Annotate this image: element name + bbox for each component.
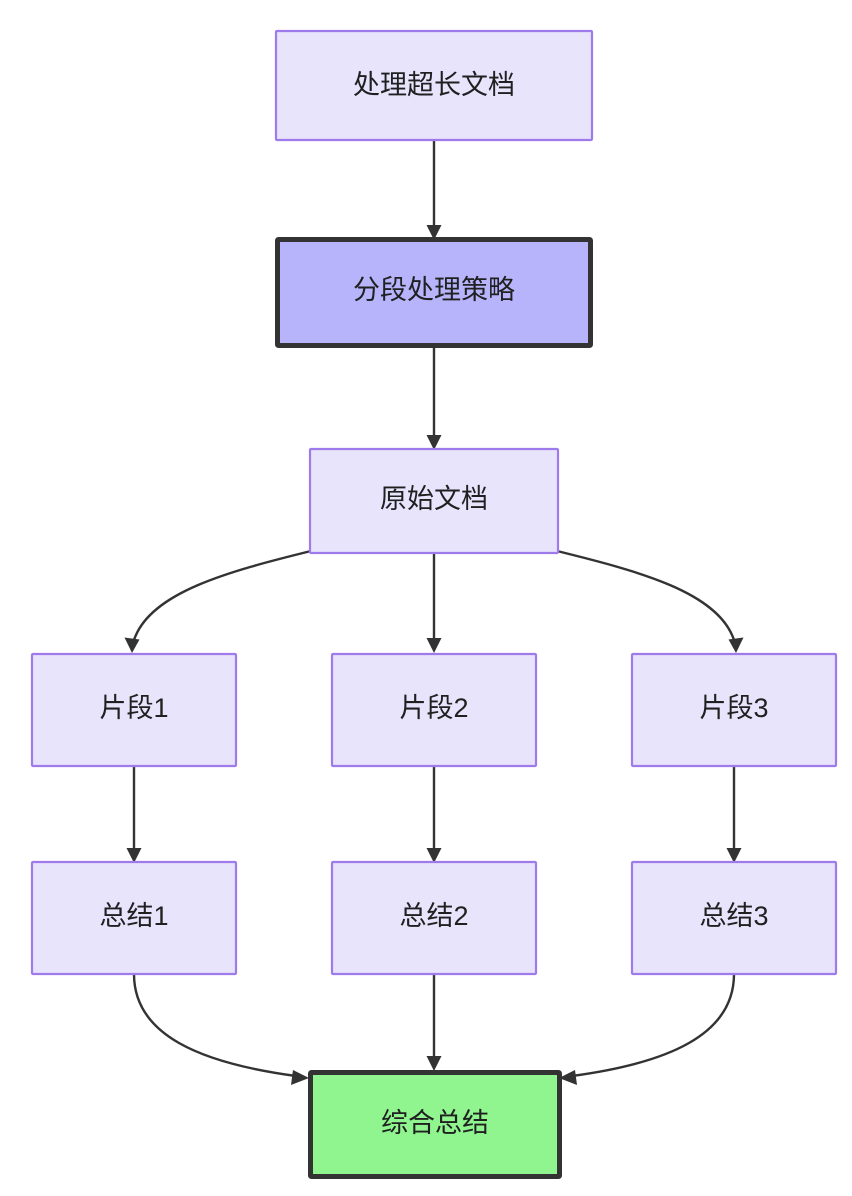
node-chunk2-label: 片段2: [399, 693, 468, 723]
edge-layer: [124, 140, 744, 1085]
node-chunk3-box[interactable]: [630, 652, 838, 768]
node-strategy[interactable]: 分段处理策略: [275, 237, 593, 348]
node-chunk3-label: 片段3: [699, 693, 768, 723]
node-doc[interactable]: 处理超长文档: [274, 29, 594, 142]
node-final[interactable]: 综合总结: [308, 1070, 562, 1179]
edge-sum2-to-final: [426, 974, 442, 1071]
node-layer: 处理超长文档 分段处理策略 原始文档 片段1 片段2: [30, 29, 838, 1179]
node-strategy-box[interactable]: [275, 237, 593, 348]
node-sum1-label: 总结1: [99, 901, 168, 931]
node-chunk1-label: 片段1: [99, 693, 168, 723]
node-final-box[interactable]: [308, 1070, 562, 1179]
edge-chunk1-to-sum1: [126, 766, 142, 863]
node-chunk3[interactable]: 片段3: [630, 652, 838, 768]
node-chunk1[interactable]: 片段1: [30, 652, 238, 768]
edge-sum3-to-final: [559, 973, 736, 1085]
node-chunk1-box[interactable]: [30, 652, 238, 768]
edge-source-to-chunk1: [124, 549, 312, 653]
edge-sum1-to-final: [132, 973, 309, 1085]
node-sum1[interactable]: 总结1: [30, 860, 238, 976]
node-chunk2-box[interactable]: [330, 652, 538, 768]
edge-source-to-chunk3: [556, 549, 744, 653]
node-sum2-label: 总结2: [399, 901, 468, 931]
node-doc-box[interactable]: [274, 29, 594, 142]
node-source-box[interactable]: [308, 447, 560, 555]
node-sum3-label: 总结3: [699, 901, 768, 931]
node-sum1-box[interactable]: [30, 860, 238, 976]
node-sum2[interactable]: 总结2: [330, 860, 538, 976]
node-strategy-label: 分段处理策略: [353, 275, 515, 305]
node-chunk2[interactable]: 片段2: [330, 652, 538, 768]
node-source[interactable]: 原始文档: [308, 447, 560, 555]
node-sum2-box[interactable]: [330, 860, 538, 976]
edge-chunk3-to-sum3: [726, 766, 742, 863]
edge-source-to-chunk2: [426, 553, 442, 653]
node-sum3[interactable]: 总结3: [630, 860, 838, 976]
node-source-label: 原始文档: [380, 484, 488, 514]
edge-strategy-to-source: [426, 348, 442, 450]
edge-chunk2-to-sum2: [426, 766, 442, 863]
node-final-label: 综合总结: [381, 1108, 489, 1138]
node-doc-label: 处理超长文档: [353, 70, 515, 100]
node-sum3-box[interactable]: [630, 860, 838, 976]
edge-doc-to-strategy: [426, 140, 442, 240]
